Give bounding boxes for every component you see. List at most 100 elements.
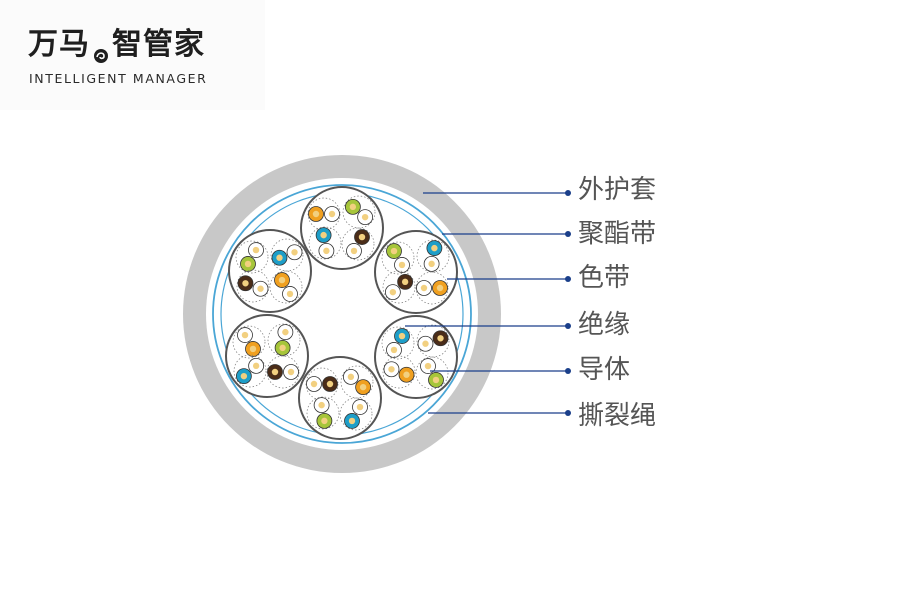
conductor: [244, 260, 252, 268]
leader-dot: [565, 410, 571, 416]
pair-twist-outline: [381, 241, 415, 275]
conductor: [432, 376, 440, 384]
pair-twist-outline: [235, 240, 269, 274]
conductor: [403, 371, 410, 378]
label-jacket: 外护套: [578, 175, 657, 205]
conductor: [287, 368, 295, 376]
brand-name-right: 智管家: [112, 27, 205, 62]
conductor: [389, 288, 397, 296]
leader-dot: [565, 276, 571, 282]
pair-twist-outline: [416, 324, 450, 358]
conductor: [326, 380, 334, 388]
brand-name: 万马 智管家: [28, 27, 205, 63]
conductor: [271, 368, 279, 376]
conductor: [321, 417, 328, 425]
conductor: [420, 284, 428, 292]
conductor: [279, 344, 286, 352]
label-polyester-tape: 聚酯带: [578, 219, 657, 249]
conductor: [249, 345, 257, 353]
pair-twist-outline: [306, 396, 340, 430]
pair-twist-outline: [266, 355, 300, 389]
conductor: [422, 340, 429, 347]
conductor: [252, 362, 260, 370]
conductor: [401, 278, 409, 286]
conductor: [318, 401, 325, 409]
conductor: [276, 254, 283, 261]
conductor: [328, 210, 336, 218]
pair-twist-outline: [232, 325, 266, 359]
leader-dot: [565, 231, 571, 237]
swirl-logo-icon: [93, 40, 109, 63]
label-ripcord: 撕裂绳: [578, 401, 657, 431]
cable-unit: [374, 230, 458, 314]
label-insulation: 绝缘: [578, 310, 631, 340]
pair-twist-outline: [416, 239, 450, 273]
conductor: [312, 210, 320, 218]
conductor: [291, 249, 298, 256]
pair-twist-outline: [340, 365, 374, 399]
conductor: [257, 285, 264, 292]
conductor: [358, 233, 366, 241]
conductor: [278, 276, 286, 284]
unit-outline: [298, 356, 382, 440]
pair-twist-outline: [381, 326, 415, 360]
cable-unit: [228, 229, 312, 313]
cable-unit: [374, 315, 458, 399]
conductor: [390, 346, 398, 354]
conductor: [431, 244, 438, 252]
pair-twist-outline: [236, 269, 270, 303]
cable-unit: [300, 186, 384, 270]
conductor: [240, 372, 248, 380]
pair-twist-outline: [382, 270, 416, 304]
pair-twist-outline: [415, 356, 449, 390]
leader-dot: [565, 323, 571, 329]
pair-twist-outline: [267, 323, 301, 357]
unit-outline: [374, 230, 458, 314]
brand-name-left: 万马: [28, 27, 90, 62]
conductor: [428, 260, 435, 268]
cable-unit: [298, 356, 382, 440]
unit-outline: [300, 186, 384, 270]
conductor: [347, 373, 355, 381]
conductor: [348, 417, 356, 425]
conductor: [242, 280, 249, 287]
conductor: [286, 290, 294, 298]
pair-twist-outline: [339, 397, 373, 431]
pair-twist-outline: [308, 226, 342, 260]
unit-outline: [374, 315, 458, 399]
logo: 万马 智管家 INTELLIGENT MANAGER: [0, 0, 265, 110]
conductor: [398, 261, 406, 269]
conductor: [424, 362, 432, 370]
conductor: [282, 328, 289, 336]
leader-dot: [565, 190, 571, 196]
unit-outline: [228, 229, 312, 313]
brand-subtitle: INTELLIGENT MANAGER: [29, 71, 208, 86]
pair-twist-outline: [269, 270, 303, 304]
pair-twist-outline: [382, 355, 416, 389]
pair-twist-outline: [415, 271, 449, 305]
conductor: [356, 403, 364, 411]
leader-lines: [405, 190, 571, 416]
unit-outline: [225, 314, 309, 398]
conductor: [436, 284, 444, 292]
conductor: [310, 380, 318, 388]
pair-twist-outline: [341, 227, 375, 261]
cable-unit: [225, 314, 309, 398]
conductor: [349, 203, 357, 211]
conductor: [390, 247, 398, 255]
conductor: [320, 231, 327, 239]
cable-cross-section: [183, 155, 501, 473]
conductor: [398, 332, 406, 340]
conductor: [437, 335, 444, 342]
polyester-tape: [212, 184, 472, 444]
label-color-band: 色带: [578, 263, 631, 293]
pair-twist-outline: [342, 195, 376, 229]
leader-dot: [565, 368, 571, 374]
conductor: [252, 246, 260, 254]
pair-twist-outline: [233, 354, 267, 388]
conductor: [359, 383, 367, 391]
pair-twist-outline: [270, 238, 304, 272]
conductor: [241, 331, 249, 339]
conductor: [388, 366, 395, 373]
